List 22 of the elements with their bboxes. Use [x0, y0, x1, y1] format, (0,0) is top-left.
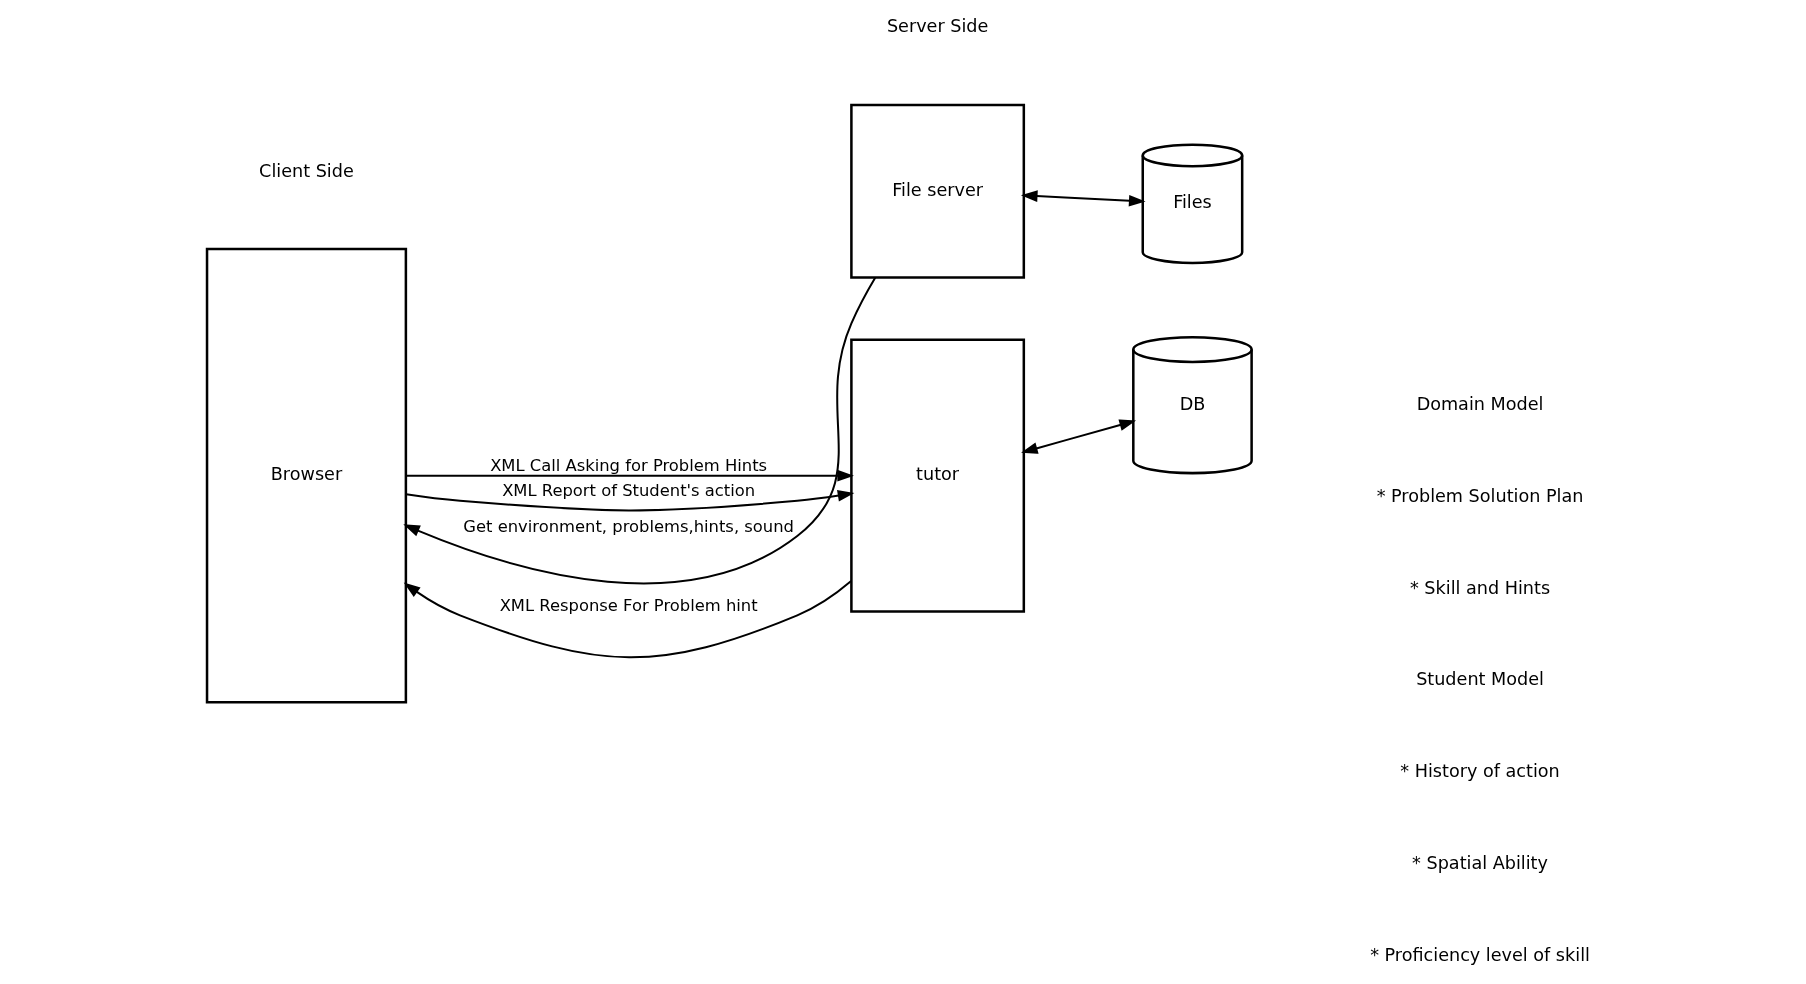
label: Server Side [886, 16, 989, 37]
label: Client Side [259, 160, 354, 181]
edge-label: XML Report of Student's action [502, 481, 756, 501]
label: * Spatial Ability [1412, 853, 1548, 874]
arrow [405, 469, 854, 482]
label: Student Model [1416, 669, 1544, 690]
edge-label: XML Response For Problem hint [499, 595, 758, 615]
label: Domain Model [1416, 393, 1544, 414]
label: * Skill and Hints [1409, 577, 1551, 598]
label: * Problem Solution Plan [1376, 485, 1584, 506]
edge-label: XML Call Asking for Problem Hints [490, 456, 768, 476]
edge-label: Get environment, problems,hints, sound [463, 516, 794, 536]
node-box: File server [850, 103, 1026, 279]
arrow [1021, 419, 1137, 454]
arrow [406, 489, 855, 512]
node-box: Browser [205, 247, 408, 704]
label: * Proficiency level of skill [1370, 945, 1590, 966]
node-box: tutor [850, 338, 1026, 613]
arrow [403, 277, 877, 585]
arrow [1020, 190, 1146, 207]
label: * History of action [1400, 761, 1560, 782]
arrow [403, 580, 852, 659]
